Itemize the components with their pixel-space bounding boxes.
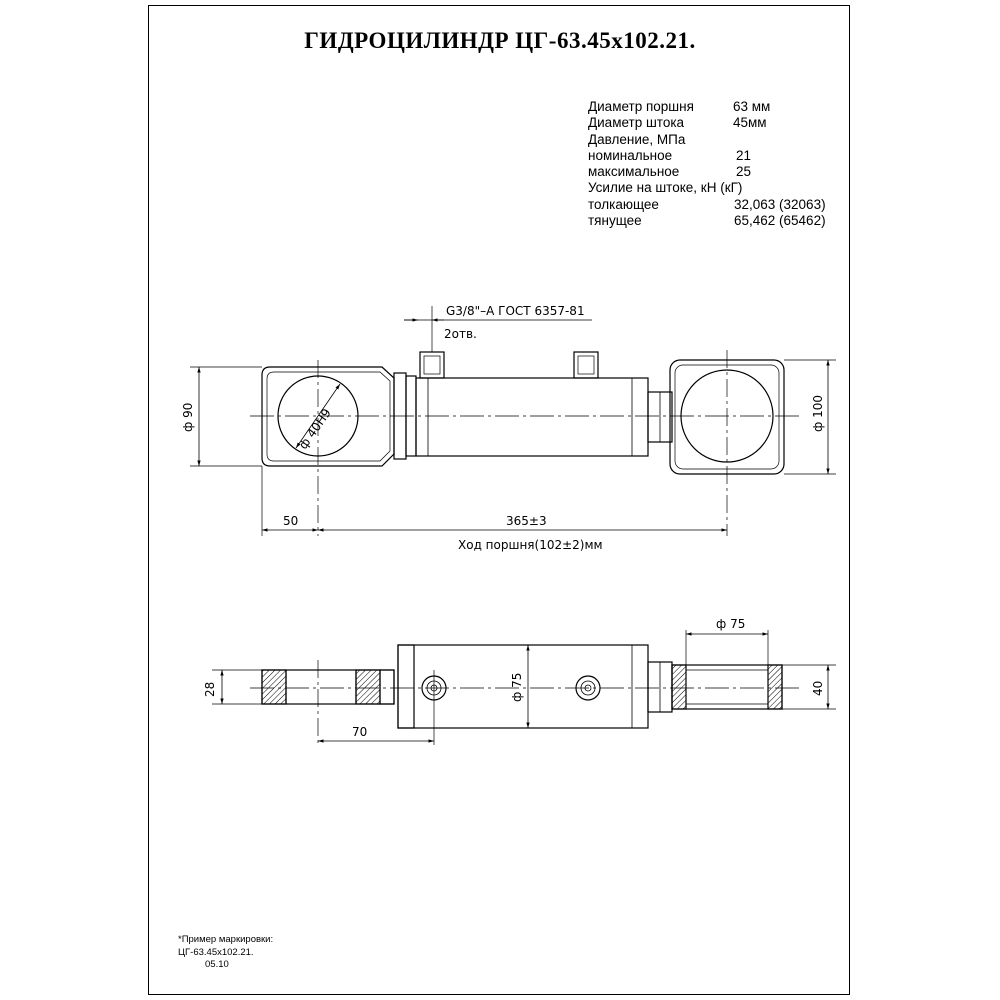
dim-50-label: 50 bbox=[283, 514, 298, 528]
right-eye-side bbox=[671, 664, 783, 710]
right-eye-section-hatch-1 bbox=[671, 664, 687, 710]
spec-row-force: Усилие на штоке, кН (кГ) bbox=[588, 180, 858, 196]
dim-70-label: 70 bbox=[352, 725, 367, 739]
spec-table: Диаметр поршня 63 мм Диаметр штока 45мм … bbox=[588, 99, 858, 229]
spec-row-nominal: номинальное 21 bbox=[588, 148, 858, 164]
eye-d75-label: ф 75 bbox=[716, 617, 745, 631]
spec-row-pull: тянущее 65,462 (65462) bbox=[588, 213, 858, 229]
spec-row-push: толкающее 32,063 (32063) bbox=[588, 197, 858, 213]
left-eye-section-hatch-1 bbox=[261, 669, 287, 705]
marking-note-code: ЦГ-63.45х102.21. bbox=[178, 946, 254, 958]
top-view-labels: G3/8"–А ГОСТ 6357-81 2отв. ф 40Н9 ф 90 ф… bbox=[181, 304, 825, 552]
spec-value: 25 bbox=[736, 164, 752, 180]
port-left-thread bbox=[423, 355, 441, 375]
left-eye-outline bbox=[261, 366, 395, 467]
spec-label: номинальное bbox=[588, 147, 673, 163]
spec-value: 21 bbox=[736, 147, 752, 163]
spec-row-pressure: Давление, МПа bbox=[588, 132, 858, 148]
eye-hole-label: ф 40Н9 bbox=[296, 406, 334, 452]
left-eye-inner bbox=[266, 371, 391, 462]
spec-value: 45мм bbox=[733, 115, 767, 131]
spec-label: Давление, МПа bbox=[588, 131, 686, 147]
bottom-view-labels: 28 70 ф 75 ф 75 40 bbox=[203, 617, 825, 739]
spec-label: максимальное bbox=[588, 164, 680, 180]
bottom-view bbox=[212, 630, 836, 745]
dim-40-label: 40 bbox=[811, 681, 825, 696]
dim-365-label: 365±3 bbox=[506, 514, 547, 528]
port-right bbox=[573, 351, 599, 379]
spec-row-piston: Диаметр поршня 63 мм bbox=[588, 99, 858, 115]
marking-note-heading: *Пример маркировки: bbox=[178, 934, 274, 945]
marking-note-date: 05.10 bbox=[205, 959, 229, 970]
holes-label: 2отв. bbox=[444, 327, 477, 341]
right-eye-section-hatch-2 bbox=[767, 664, 783, 710]
thread-label: G3/8"–А ГОСТ 6357-81 bbox=[446, 304, 585, 318]
left-eye-section-hatch-2 bbox=[355, 669, 381, 705]
spec-label: Диаметр штока bbox=[588, 115, 685, 131]
d100-label: ф 100 bbox=[811, 395, 825, 432]
spec-label: тянущее bbox=[588, 213, 642, 229]
left-eye-chamfer bbox=[379, 669, 395, 705]
dim-28-label: 28 bbox=[203, 682, 217, 697]
top-view bbox=[190, 306, 836, 536]
stroke-label: Ход поршня(102±2)мм bbox=[458, 538, 603, 552]
spec-label: Усилие на штоке, кН (кГ) bbox=[588, 180, 743, 196]
drawing-frame bbox=[148, 5, 850, 995]
hole-diameter-leader bbox=[295, 383, 341, 449]
marking-note: *Пример маркировки: ЦГ-63.45х102.21. 05.… bbox=[178, 934, 273, 972]
cylinder-cap-left bbox=[397, 644, 415, 729]
spec-value: 63 мм bbox=[733, 99, 771, 114]
spec-value: 65,462 (65462) bbox=[734, 213, 826, 229]
spec-row-max: максимальное 25 bbox=[588, 164, 858, 180]
spec-value: 32,063 (32063) bbox=[734, 196, 826, 212]
tube-d75-label: ф 75 bbox=[510, 673, 524, 702]
port-right-thread bbox=[577, 355, 595, 375]
drawing-title: ГИДРОЦИЛИНДР ЦГ-63.45х102.21. bbox=[304, 28, 696, 53]
spec-label: Диаметр поршня bbox=[588, 99, 694, 114]
spec-row-rod: Диаметр штока 45мм bbox=[588, 115, 858, 131]
spec-label: толкающее bbox=[588, 196, 659, 212]
cylinder-tube bbox=[415, 377, 649, 457]
d90-label: ф 90 bbox=[181, 403, 195, 432]
